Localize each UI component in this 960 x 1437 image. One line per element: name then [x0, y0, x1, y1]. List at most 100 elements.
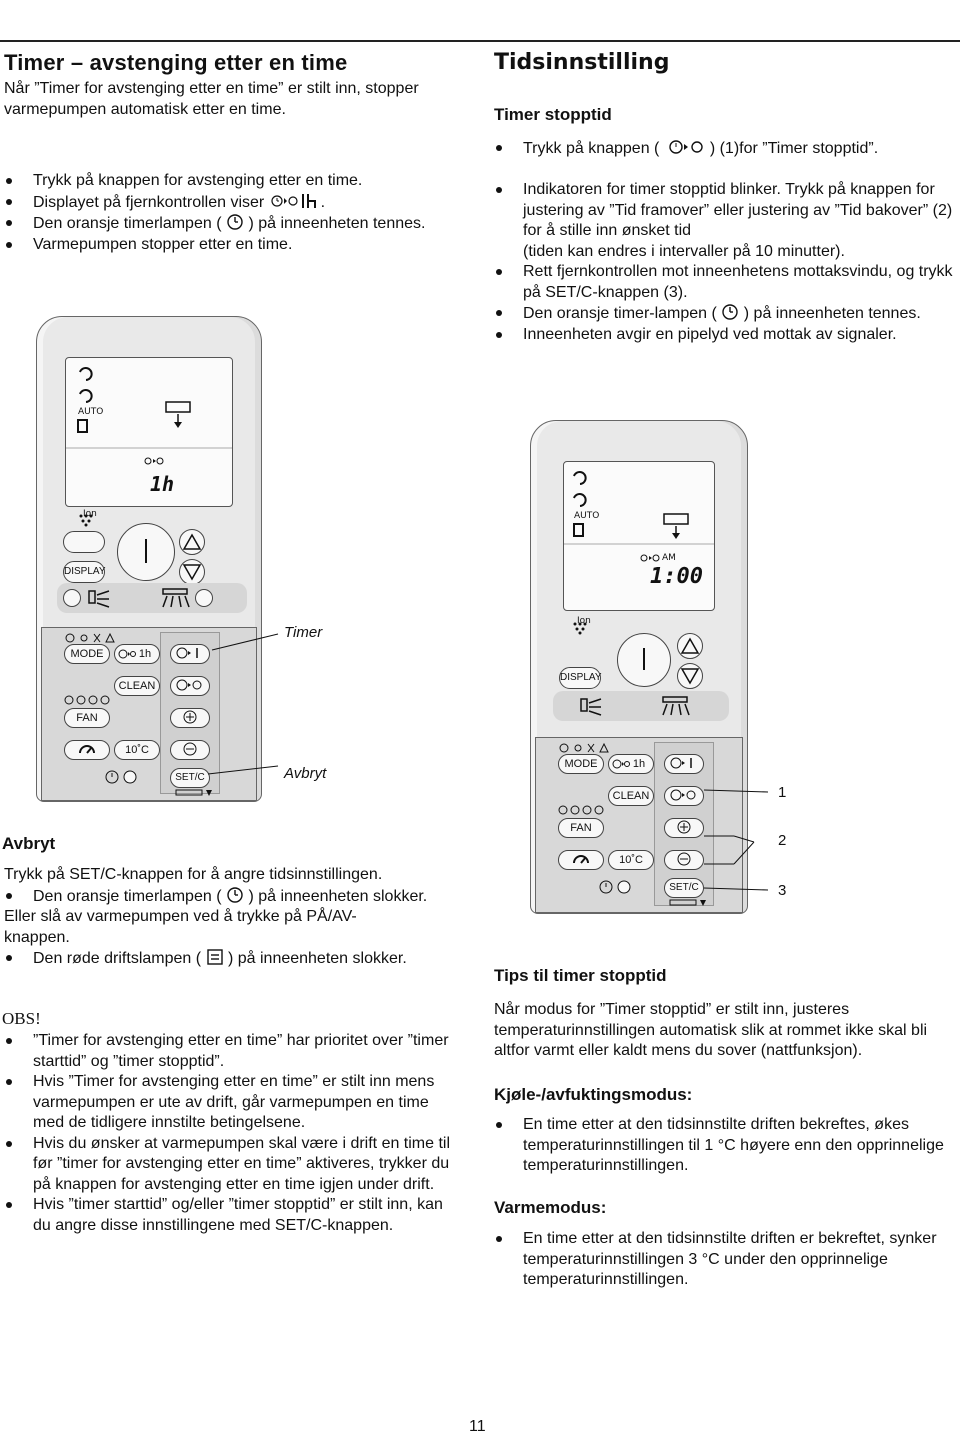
- minus-icon: [183, 742, 197, 756]
- tips-paragraph: Når modus for ”Timer stopptid” er stilt …: [494, 1001, 928, 1059]
- timer-off-button[interactable]: [170, 676, 210, 696]
- page-number: 11: [469, 1418, 486, 1435]
- time-minus-button[interactable]: [170, 740, 210, 760]
- clock-reset-icon: [599, 880, 631, 894]
- ion-icon: [573, 622, 587, 635]
- heating-mode-bullets: En time etter at den tidsinnstilte drift…: [494, 1229, 950, 1291]
- sleep-icon: [573, 855, 589, 864]
- set-cancel-button[interactable]: SET/C: [664, 878, 704, 898]
- fan-icons: [558, 805, 604, 815]
- louver-strip: [57, 583, 247, 613]
- set-cancel-button[interactable]: SET/C: [170, 768, 210, 788]
- clean-button[interactable]: CLEAN: [608, 786, 654, 806]
- vertical-swing-button[interactable]: [63, 589, 81, 607]
- callout-lines-right: [703, 789, 769, 891]
- callout-number-2: 2: [778, 832, 787, 849]
- lower-button-panel: MODE 1h CLEAN FAN 10˚C SET/C: [535, 737, 743, 913]
- lcd-am-label: AM: [662, 553, 676, 563]
- timer-off-button[interactable]: [664, 786, 704, 806]
- sleep-button[interactable]: [64, 740, 110, 760]
- bullet-press-button: Trykk på knappen for avstenging etter en…: [4, 171, 454, 192]
- temp-down-button[interactable]: [179, 559, 205, 585]
- section-title-timer-off: Timer – avstenging etter en time: [4, 50, 348, 75]
- cancel-section: Trykk på SET/C-knappen for å angre tidsi…: [4, 865, 464, 970]
- ten-degree-button[interactable]: 10˚C: [114, 740, 160, 760]
- remote-control-left: AUTO 1h Ion DISPLAY MODE 1h CLEAN FAN: [36, 316, 262, 802]
- bullet-display-shows: Displayet på fjernkontrollen viser .: [4, 192, 454, 214]
- obs-bullet-priority: ”Timer for avstenging etter en time” har…: [4, 1031, 464, 1072]
- plus-icon: [183, 710, 197, 724]
- obs-bullet-cancel-setc: Hvis ”timer starttid” og/eller ”timer st…: [4, 1195, 464, 1236]
- top-rule: [0, 40, 960, 42]
- time-plus-button[interactable]: [664, 818, 704, 838]
- plus-icon: [677, 820, 691, 834]
- one-hour-off-button[interactable]: 1h: [114, 644, 160, 664]
- cooling-mode-bullet: En time etter at den tidsinnstilte drift…: [494, 1115, 950, 1177]
- clock-off-icon: [176, 679, 202, 691]
- clock-icon: [227, 886, 243, 903]
- heating-mode-bullet: En time etter at den tidsinnstilte drift…: [494, 1229, 950, 1291]
- time-minus-button[interactable]: [664, 850, 704, 870]
- ion-button[interactable]: [63, 531, 105, 553]
- tips-heading: Tips til timer stopptid: [494, 966, 667, 985]
- cooling-mode-heading: Kjøle-/avfuktingsmodus:: [494, 1085, 693, 1104]
- display-button[interactable]: DISPLAY: [559, 667, 602, 689]
- timer-stop-bullets-b: Indikatoren for timer stopptid blinker. …: [494, 180, 954, 345]
- battery-indicator: [669, 899, 706, 906]
- timer-on-button[interactable]: [664, 754, 704, 774]
- power-line: [643, 648, 645, 670]
- clock-icon: [227, 214, 243, 230]
- fan-button[interactable]: FAN: [64, 708, 110, 728]
- ion-label: Ion: [577, 616, 591, 626]
- clock-off-icon: [669, 140, 703, 154]
- bullet-point-remote: Rett fjernkontrollen mot inneenhetens mo…: [494, 262, 954, 303]
- triangle-down-icon: [182, 564, 202, 581]
- cancel-bullets-2: Den røde driftslampen ( ) på inneenheten…: [4, 948, 464, 970]
- clean-button[interactable]: CLEAN: [114, 676, 160, 696]
- sleep-button[interactable]: [558, 850, 604, 870]
- clock-on-icon: [176, 647, 198, 659]
- mode-icons: [65, 632, 115, 643]
- ten-degree-button[interactable]: 10˚C: [608, 850, 654, 870]
- vertical-airflow-icon: [580, 698, 602, 716]
- bullet-indicator-blinks: Indikatoren for timer stopptid blinker. …: [494, 180, 954, 262]
- lcd-auto-label: AUTO: [78, 407, 104, 417]
- bullet-press-timer-stop: Trykk på knappen ( ) (1)for ”Timer stopp…: [494, 138, 954, 160]
- power-button[interactable]: [617, 633, 671, 687]
- power-button[interactable]: [117, 523, 175, 581]
- obs-bullet-out-of-operation: Hvis ”Timer for avstenging etter en time…: [4, 1072, 464, 1134]
- fan-button[interactable]: FAN: [558, 818, 604, 838]
- clock-arrow-icon: [118, 649, 136, 659]
- triangle-up-icon: [182, 533, 202, 550]
- mode-icons: [559, 742, 609, 753]
- obs-bullet-extend-hour: Hvis du ønsker at varmepumpen skal være …: [4, 1134, 464, 1196]
- temp-up-button[interactable]: [677, 633, 703, 659]
- callout-timer: Timer: [284, 624, 323, 641]
- timer-on-button[interactable]: [170, 644, 210, 664]
- lcd-screen: AUTO AM 1:00: [563, 461, 715, 611]
- clock-arrow-icon: [612, 759, 630, 769]
- temp-up-button[interactable]: [179, 529, 205, 555]
- section-title-time-setting: Tidsinnstilling: [494, 50, 670, 75]
- temp-down-button[interactable]: [677, 663, 703, 689]
- operation-lamp-icon: [206, 949, 223, 965]
- lcd-screen: AUTO 1h: [65, 357, 233, 507]
- bullet-orange-timer-lamp: Den oransje timer-lampen ( ) på inneenhe…: [494, 303, 954, 325]
- mode-button[interactable]: MODE: [64, 644, 110, 664]
- cancel-paragraph-1: Trykk på SET/C-knappen for å angre tidsi…: [4, 866, 383, 883]
- clock-on-icon: [670, 757, 692, 769]
- display-button[interactable]: DISPLAY: [63, 561, 106, 583]
- time-plus-button[interactable]: [170, 708, 210, 728]
- cancel-bullet-timer-lamp: Den oransje timerlampen ( ) på inneenhet…: [4, 886, 464, 908]
- horizontal-airflow-icon: [162, 588, 190, 608]
- lcd-time-value: 1:00: [650, 564, 703, 589]
- one-hour-off-button[interactable]: 1h: [608, 754, 654, 774]
- callout-number-1: 1: [778, 784, 787, 801]
- mode-button[interactable]: MODE: [558, 754, 604, 774]
- ion-label: Ion: [83, 509, 97, 519]
- timer-stop-subheading: Timer stopptid: [494, 105, 612, 124]
- horizontal-swing-button[interactable]: [195, 589, 213, 607]
- battery-indicator: [175, 789, 212, 796]
- timer-stop-bullets-a: Trykk på knappen ( ) (1)for ”Timer stopp…: [494, 138, 954, 160]
- triangle-down-icon: [680, 668, 700, 685]
